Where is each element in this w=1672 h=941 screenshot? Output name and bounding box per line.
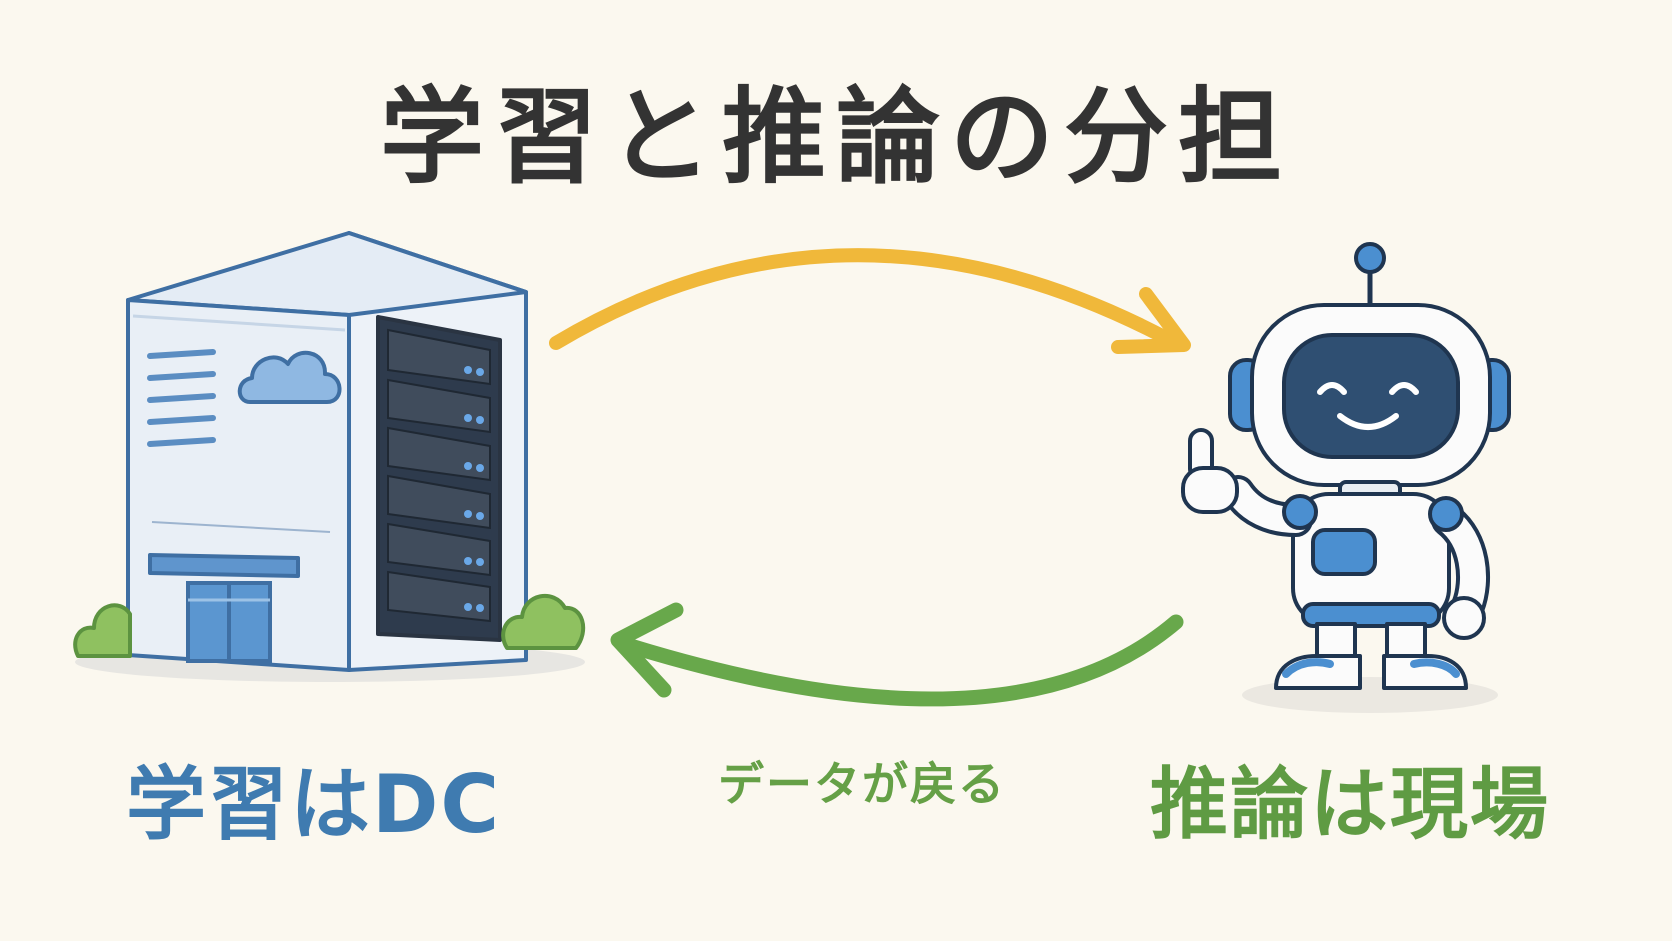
data-center-building-icon: [126, 231, 528, 672]
training-label: 学習はDC: [126, 758, 502, 851]
curved-arrow-left-icon: [610, 602, 1184, 707]
bush-left: [73, 603, 132, 658]
robot-icon: [1181, 242, 1511, 690]
inference-label: 推論は現場: [1150, 760, 1551, 850]
data-return-label: データが戻る: [718, 757, 1006, 811]
bush-right: [501, 593, 586, 650]
page-title: 学習と推論の分担: [379, 76, 1292, 198]
curved-arrow-right-icon: [549, 248, 1191, 354]
